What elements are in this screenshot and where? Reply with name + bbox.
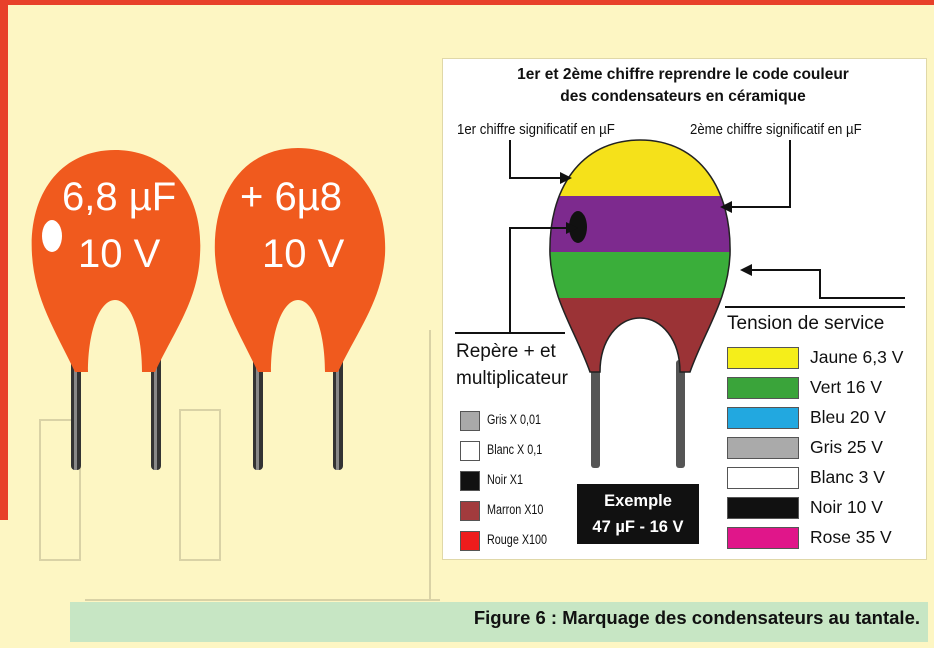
diagram-title-line1: 1er et 2ème chiffre reprendre le code co… (517, 66, 849, 83)
multiplier-label: Rouge X100 (487, 532, 548, 547)
swatch-rouge (460, 531, 480, 551)
capacitor-left-value: 6,8 µF (62, 175, 177, 219)
multiplier-label: Marron X10 (487, 502, 544, 517)
multiplier-label: Blanc X 0,1 (487, 442, 543, 457)
voltage-label: Blanc 3 V (810, 467, 885, 487)
figure-caption: Figure 6 : Marquage des condensateurs au… (473, 607, 920, 628)
example-value: 47 µF - 16 V (592, 518, 684, 536)
voltage-label: Noir 10 V (810, 497, 883, 517)
swatch-jaune (727, 347, 799, 369)
label-first-digit: 1er chiffre significatif en µF (457, 121, 615, 138)
swatch-gris (460, 411, 480, 431)
capacitor-right (214, 148, 386, 470)
example-box: Exemple 47 µF - 16 V (577, 484, 699, 544)
multiplier-label: Gris X 0,01 (487, 412, 542, 427)
voltage-label: Rose 35 V (810, 527, 892, 547)
swatch-rose (727, 527, 799, 549)
red-border-left (0, 0, 8, 520)
swatch-vert (727, 377, 799, 399)
multiplier-label: Noir X1 (487, 472, 524, 487)
label-marker-line1: Repère + et (456, 341, 556, 362)
swatch-blanc (460, 441, 480, 461)
swatch-bleu (727, 407, 799, 429)
capacitor-left (31, 150, 201, 470)
swatch-blanc-v (727, 467, 799, 489)
swatch-marron (460, 501, 480, 521)
voltage-label: Jaune 6,3 V (810, 347, 904, 367)
swatch-noir (460, 471, 480, 491)
caption-band (70, 602, 928, 642)
label-marker-line2: multiplicateur (456, 368, 568, 389)
capacitor-right-value: + 6µ8 (240, 175, 343, 219)
example-title: Exemple (604, 492, 672, 510)
voltage-label: Bleu 20 V (810, 407, 886, 427)
label-second-digit: 2ème chiffre significatif en µF (690, 121, 862, 138)
voltage-label: Vert 16 V (810, 377, 882, 397)
diagram-title-line2: des condensateurs en céramique (560, 88, 806, 105)
swatch-gris-v (727, 437, 799, 459)
voltage-label: Gris 25 V (810, 437, 883, 457)
capacitor-left-voltage: 10 V (78, 232, 161, 276)
swatch-noir-v (727, 497, 799, 519)
red-border-top (0, 0, 934, 5)
capacitor-right-voltage: 10 V (262, 232, 345, 276)
label-voltage: Tension de service (727, 313, 885, 334)
